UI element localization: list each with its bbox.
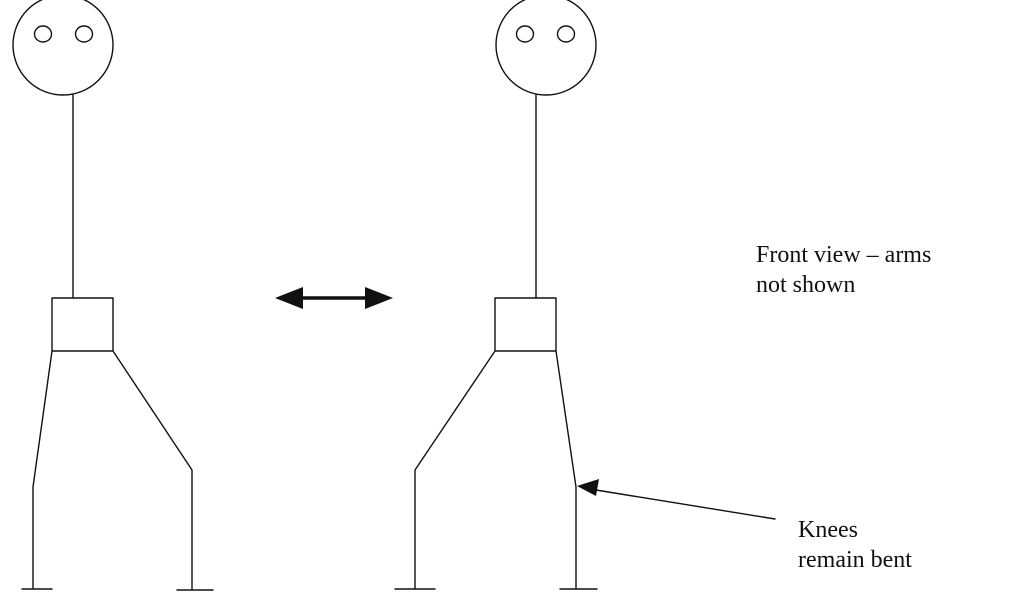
pointer-arrow-icon (577, 479, 775, 519)
right-leg (556, 351, 576, 588)
pelvis (52, 298, 113, 351)
double-headed-arrow-icon (275, 287, 393, 309)
head (496, 0, 596, 95)
left-eye (517, 26, 534, 42)
right-eye (76, 26, 93, 42)
knees-annotation: Knees remain bent (798, 515, 912, 575)
front-view-annotation: Front view – arms not shown (756, 240, 931, 300)
knees-line-1: Knees (798, 517, 858, 543)
left-leg (33, 351, 52, 588)
right-leg (113, 351, 192, 589)
left-eye (35, 26, 52, 42)
pelvis (495, 298, 556, 351)
left-leg (415, 351, 495, 589)
front-view-line-2: not shown (756, 272, 856, 298)
figure-right (395, 0, 597, 589)
right-eye (558, 26, 575, 42)
front-view-line-1: Front view – arms (756, 242, 932, 268)
knees-line-2: remain bent (798, 547, 912, 573)
head (13, 0, 113, 95)
figure-left (13, 0, 213, 590)
